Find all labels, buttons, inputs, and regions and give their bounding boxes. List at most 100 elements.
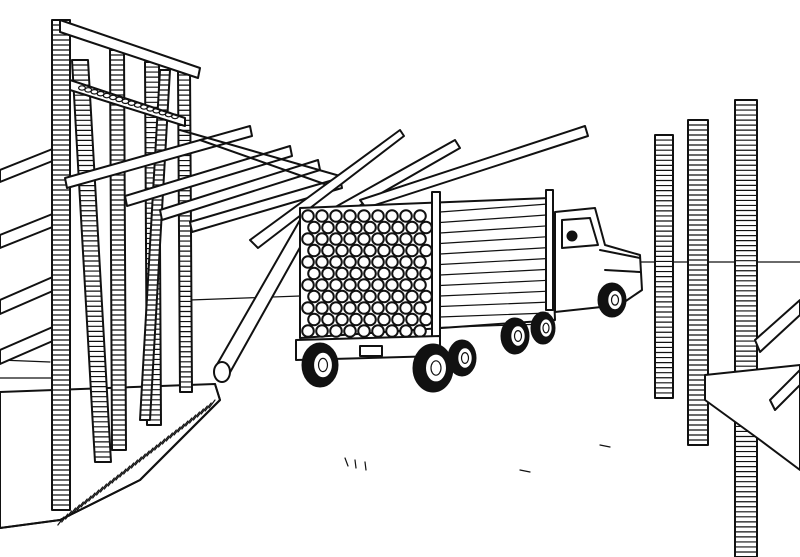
log-end	[363, 312, 377, 327]
log-end	[329, 278, 343, 292]
log-end	[419, 312, 433, 327]
left-post	[109, 49, 127, 451]
log-end	[399, 255, 413, 269]
log-end	[385, 255, 399, 269]
log-end	[377, 243, 391, 258]
log-end	[357, 301, 371, 315]
log-end	[343, 301, 357, 315]
log-end	[377, 266, 391, 281]
log-end	[321, 220, 335, 235]
left-side-rails	[0, 147, 56, 365]
wheel	[500, 317, 530, 355]
log-end	[343, 324, 357, 338]
log-end	[391, 312, 405, 327]
log-end	[343, 209, 357, 223]
ground-marks	[344, 444, 611, 473]
log-end	[413, 324, 427, 338]
deck-edge-hatch	[57, 399, 216, 526]
chain	[77, 85, 180, 120]
log-end	[343, 232, 357, 246]
log-end	[307, 220, 321, 235]
log-end	[357, 209, 371, 223]
log-end	[349, 312, 363, 327]
log-end	[301, 278, 315, 292]
log-end	[391, 266, 405, 281]
log-end	[349, 220, 363, 235]
log-end	[413, 232, 427, 246]
log-end	[307, 312, 321, 327]
log-end	[329, 232, 343, 246]
log-end	[301, 209, 315, 223]
log-end	[371, 278, 385, 292]
right-posts	[654, 99, 758, 557]
log-end	[321, 243, 335, 258]
log-end	[321, 289, 335, 304]
log-end	[405, 243, 419, 258]
log-end	[385, 324, 399, 338]
log-end	[301, 232, 315, 246]
log-end	[385, 278, 399, 292]
log-end	[315, 209, 329, 223]
log-end	[399, 232, 413, 246]
right-post	[654, 134, 674, 399]
log-end	[307, 266, 321, 281]
log-end	[363, 266, 377, 281]
log-end	[357, 232, 371, 246]
log-end	[301, 324, 315, 338]
log-end	[419, 289, 433, 304]
log-end	[371, 209, 385, 223]
log-end	[413, 209, 427, 223]
log-end	[321, 266, 335, 281]
top-beam	[59, 19, 201, 127]
wheel	[301, 342, 339, 388]
log-end	[315, 324, 329, 338]
log-end	[391, 243, 405, 258]
log-end	[301, 301, 315, 315]
wheel	[412, 343, 454, 393]
log-end	[391, 220, 405, 235]
log-end	[349, 266, 363, 281]
long-logs	[213, 125, 589, 383]
log-end	[315, 255, 329, 269]
log-end	[329, 301, 343, 315]
log-end	[405, 220, 419, 235]
log-end	[301, 255, 315, 269]
log-end	[399, 324, 413, 338]
left-post	[71, 59, 112, 463]
log-end	[343, 255, 357, 269]
log-end	[335, 243, 349, 258]
log-end	[321, 312, 335, 327]
log-end	[413, 301, 427, 315]
log-end	[349, 289, 363, 304]
log-end	[349, 243, 363, 258]
truck-wheels	[301, 282, 627, 393]
left-post	[51, 19, 71, 511]
log-side-lines	[439, 203, 549, 329]
right-post	[734, 99, 758, 557]
log-end	[399, 278, 413, 292]
log-end	[405, 266, 419, 281]
log-end	[413, 278, 427, 292]
log-end	[419, 266, 433, 281]
log-end	[329, 255, 343, 269]
log-end	[419, 220, 433, 235]
log-end	[405, 312, 419, 327]
right-ramp	[704, 299, 800, 471]
log-end	[405, 289, 419, 304]
log-end	[371, 301, 385, 315]
log-end	[307, 289, 321, 304]
wheel	[597, 282, 627, 318]
log-end	[413, 255, 427, 269]
log-end	[335, 220, 349, 235]
truck-trailer	[295, 189, 556, 361]
log-end	[385, 301, 399, 315]
log-end	[329, 324, 343, 338]
log-ends	[301, 209, 433, 338]
right-post	[687, 119, 709, 446]
log-end	[335, 266, 349, 281]
wheel	[530, 311, 556, 345]
log-end	[315, 232, 329, 246]
log-end	[363, 243, 377, 258]
log-end	[307, 243, 321, 258]
